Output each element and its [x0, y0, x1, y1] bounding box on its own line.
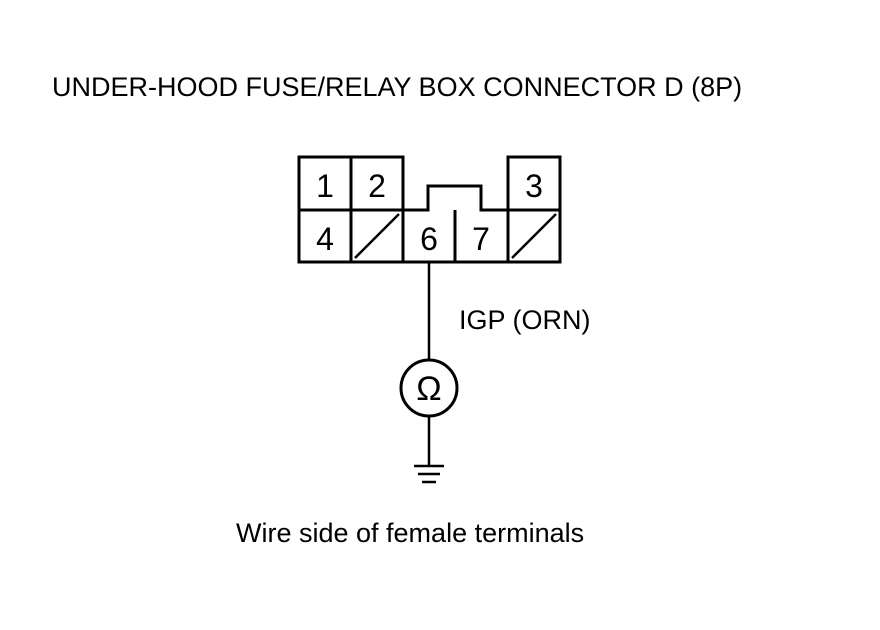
pin-number-2: 2 — [368, 168, 386, 204]
pin-number-1: 1 — [316, 168, 334, 204]
diagram-caption: Wire side of female terminals — [236, 518, 585, 548]
pin-number-4: 4 — [316, 221, 334, 257]
pin-number-3: 3 — [525, 168, 543, 204]
ground-icon — [414, 464, 444, 484]
empty-cavity-slash — [511, 213, 557, 259]
connector-housing — [297, 155, 562, 264]
ohmmeter-icon: Ω — [399, 358, 459, 418]
ohm-symbol: Ω — [416, 370, 441, 408]
pin-number-6: 6 — [420, 221, 438, 257]
wire-label: IGP (ORN) — [459, 305, 591, 335]
empty-cavity-slash — [354, 213, 400, 259]
diagram-title: UNDER-HOOD FUSE/RELAY BOX CONNECTOR D (8… — [52, 72, 743, 102]
pin-number-7: 7 — [472, 221, 490, 257]
